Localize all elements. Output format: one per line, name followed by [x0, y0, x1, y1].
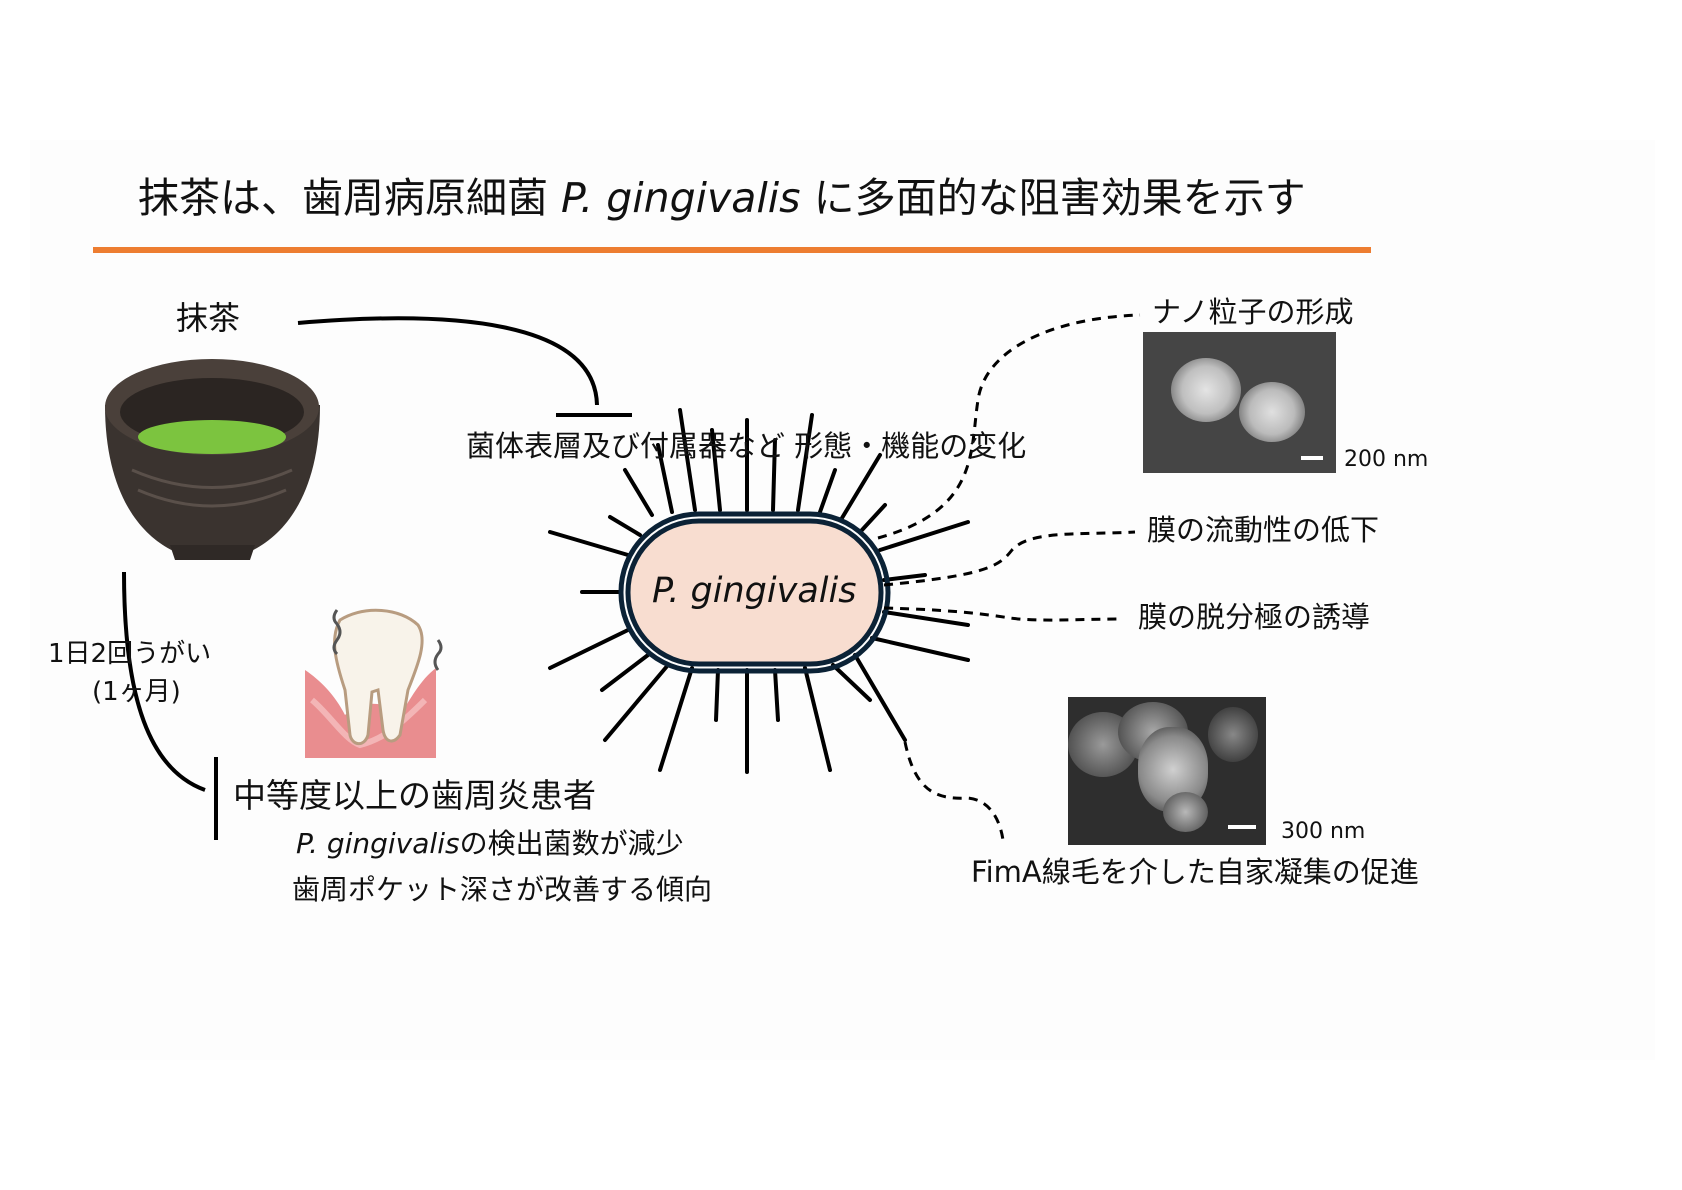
autoaggregation-scale-label: 300 nm — [1281, 819, 1366, 844]
effect-label-nanoparticles: ナノ粒子の形成 — [1152, 295, 1354, 329]
autoaggregation-micrograph — [1068, 697, 1266, 845]
regimen-label-line2: (1ヶ月) — [92, 677, 181, 707]
effect-label-membrane-fluidity: 膜の流動性の低下 — [1147, 513, 1380, 547]
title-species: P. gingivalis — [561, 174, 801, 222]
clinical-result-1-text: の検出菌数が減少 — [459, 827, 684, 860]
clinical-result-2: 歯周ポケット深さが改善する傾向 — [292, 873, 713, 906]
nanoparticle-scale-label: 200 nm — [1344, 447, 1429, 472]
clinical-connector — [122, 571, 206, 792]
bacterium-label: P. gingivalis — [652, 571, 857, 611]
effect-connectors — [877, 313, 1141, 841]
clinical-result-1: P. gingivalisの検出菌数が減少 — [296, 830, 684, 858]
patients-label: 中等度以上の歯周炎患者 — [233, 776, 596, 815]
slide-title: 抹茶は、歯周病原細菌 P. gingivalis に多面的な阻害効果を示す — [138, 178, 1306, 219]
inhibition-label: 菌体表層及び付属器など 形態・機能の変化 — [466, 429, 1027, 463]
effect-label-depolarization: 膜の脱分極の誘導 — [1138, 600, 1371, 634]
inhibition-connector — [297, 316, 599, 406]
effect-label-autoaggregation: FimA線毛を介した自家凝集の促進 — [971, 855, 1419, 889]
pili — [548, 408, 970, 774]
matcha-bowl-icon — [105, 359, 320, 560]
title-suffix: に多面的な阻害効果を示す — [800, 174, 1306, 222]
clinical-result-1-species: P. gingivalis — [296, 827, 460, 860]
periodontitis-tooth-icon — [305, 608, 443, 758]
title-prefix: 抹茶は、歯周病原細菌 — [138, 174, 562, 222]
regimen-label-line1: 1日2回うがい — [48, 639, 212, 669]
bacterium-icon — [618, 511, 891, 674]
nanoparticle-micrograph — [1143, 332, 1336, 473]
title-rule — [93, 247, 1371, 253]
matcha-label: 抹茶 — [176, 299, 241, 337]
